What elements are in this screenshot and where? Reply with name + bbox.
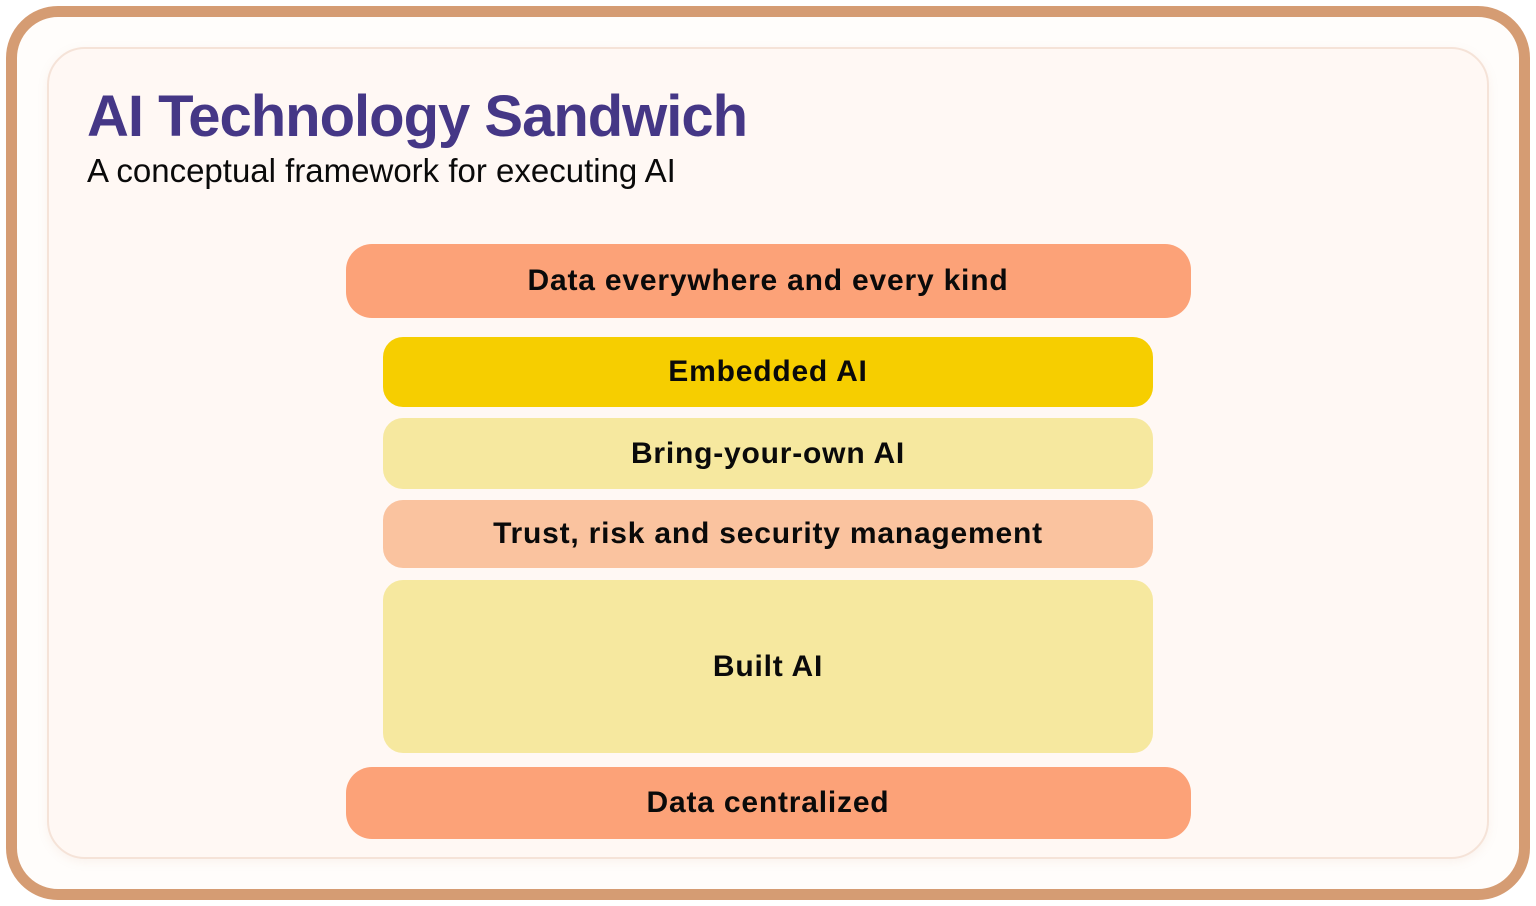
layer-embedded-ai: Embedded AI (383, 337, 1153, 407)
layer-label: Data centralized (646, 786, 890, 819)
page-subtitle: A conceptual framework for executing AI (87, 152, 676, 189)
layer-label: Data everywhere and every kind (527, 264, 1009, 297)
layer-built-ai: Built AI (383, 580, 1153, 753)
layer-label: Bring-your-own AI (630, 436, 906, 470)
outer-frame: AI Technology Sandwich A conceptual fram… (6, 6, 1530, 900)
layer-label: Trust, risk and security management (493, 517, 1043, 550)
page-title: AI Technology Sandwich (87, 84, 748, 149)
layer-data-everywhere: Data everywhere and every kind (345, 244, 1191, 318)
layer-trust-risk-sec: Trust, risk and security management (383, 500, 1153, 568)
layer-label: Embedded AI (668, 355, 868, 388)
layer-label: Built AI (712, 649, 824, 683)
layer-data-centralized: Data centralized (345, 767, 1191, 839)
content-card: AI Technology Sandwich A conceptual fram… (47, 47, 1489, 859)
layer-bring-your-own: Bring-your-own AI (383, 418, 1153, 489)
